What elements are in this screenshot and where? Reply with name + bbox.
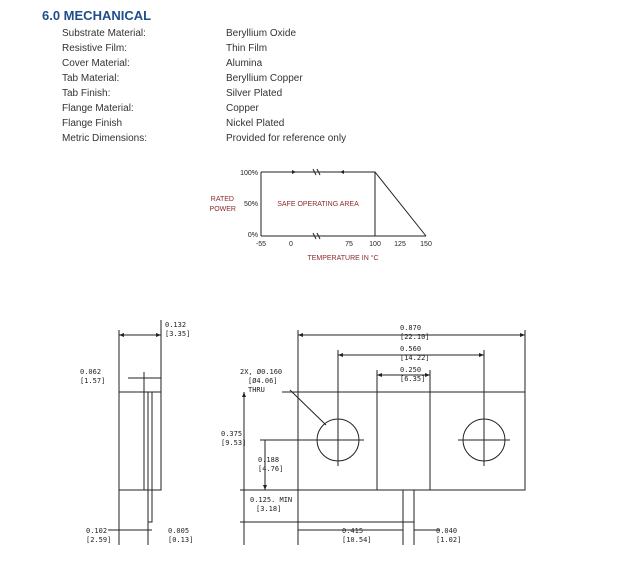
arrow-icon — [156, 333, 161, 337]
x-tick-label: 0 — [289, 241, 293, 248]
dim-value-mm: [6.35] — [400, 375, 425, 383]
dim-value-mm: [3.35] — [165, 330, 190, 338]
dim-value-mm: [9.53] — [221, 439, 246, 447]
dim-value: 0.560 — [400, 345, 421, 353]
dim-value: 0.040 — [436, 527, 457, 535]
spec-label: Flange Material: — [62, 103, 134, 114]
dim-value: 0.188 — [258, 456, 279, 464]
spec-label: Tab Finish: — [62, 88, 111, 99]
y-tick-label: 100% — [240, 170, 258, 177]
side-view-tab — [147, 391, 153, 523]
spec-label: Flange Finish — [62, 118, 123, 129]
safe-area-label: SAFE OPERATING AREA — [277, 201, 359, 208]
spec-value: Copper — [226, 103, 259, 114]
spec-value: Thin Film — [226, 43, 268, 54]
hole-note: 2X, Ø0.160 — [240, 368, 282, 376]
lead-tab — [402, 489, 415, 523]
dim-value: 0.375 — [221, 430, 242, 438]
x-tick-label: 100 — [369, 241, 381, 248]
dim-value-mm: [1.02] — [436, 536, 461, 544]
arrow-icon — [425, 373, 430, 377]
spec-value: Beryllium Copper — [226, 73, 303, 84]
axis-break-mark — [312, 168, 321, 176]
arrow-icon — [377, 373, 382, 377]
dim-value-mm: [22.10] — [400, 333, 430, 341]
flange-body — [297, 391, 526, 491]
arrow-icon — [298, 333, 303, 337]
y-tick-label: 0% — [248, 232, 258, 239]
spec-row: Flange Finish Nickel Plated — [62, 116, 426, 131]
y-axis-label-2: POWER — [210, 206, 236, 213]
arrow-icon — [520, 333, 525, 337]
dim-value-mm: [14.22] — [400, 354, 430, 362]
section-title: 6.0 MECHANICAL — [42, 8, 152, 23]
spec-row: Tab Material: Beryllium Copper — [62, 71, 426, 86]
leader-line — [289, 389, 327, 426]
spec-label: Resistive Film: — [62, 43, 128, 54]
dim-value-mm: [10.54] — [342, 536, 372, 544]
arrow-icon — [338, 353, 343, 357]
spec-label: Substrate Material: — [62, 28, 146, 39]
spec-value: Silver Plated — [226, 88, 283, 99]
hole-note: [Ø4.06] — [248, 377, 278, 385]
spec-label: Cover Material: — [62, 58, 130, 69]
dim-value: 0.005 — [168, 527, 189, 535]
arrow-icon — [479, 353, 484, 357]
spec-value: Alumina — [226, 58, 263, 69]
dim-value-mm: [3.18] — [256, 505, 281, 513]
spec-value: Beryllium Oxide — [226, 28, 297, 39]
dim-value-mm: [2.59] — [86, 536, 111, 544]
arrow-icon — [242, 392, 246, 397]
x-tick-label: -55 — [256, 241, 266, 248]
spec-value: Provided for reference only — [226, 133, 347, 144]
dim-value: 0.062 — [80, 368, 101, 376]
dim-value: 0.132 — [165, 321, 186, 329]
dim-value: 0.102 — [86, 527, 107, 535]
dim-value: 0.415 — [342, 527, 363, 535]
dim-value-mm: [4.76] — [258, 465, 283, 473]
dim-value: 0.870 — [400, 324, 421, 332]
dim-value: 0.125. MIN — [250, 496, 292, 504]
spec-label: Tab Material: — [62, 73, 120, 84]
spec-row: Flange Material: Copper — [62, 101, 426, 116]
spec-row: Tab Finish: Silver Plated — [62, 86, 426, 101]
spec-value: Nickel Plated — [226, 118, 285, 129]
spec-row: Cover Material: Alumina — [62, 56, 426, 71]
spec-row: Resistive Film: Thin Film — [62, 41, 426, 56]
spec-row: Substrate Material: Beryllium Oxide — [62, 26, 426, 41]
spec-table: Substrate Material: Beryllium Oxide Resis… — [62, 26, 426, 146]
spec-label: Metric Dimensions: — [62, 133, 148, 144]
dim-value: 0.250 — [400, 366, 421, 374]
y-tick-label: 50% — [244, 201, 258, 208]
x-axis-label: TEMPERATURE IN °C — [307, 254, 378, 262]
side-view-body — [118, 391, 162, 491]
spec-row: Metric Dimensions: Provided for reference… — [62, 131, 426, 146]
x-tick-label: 150 — [420, 241, 432, 248]
x-tick-label: 75 — [345, 241, 353, 248]
y-axis-label-1: RATED — [211, 196, 234, 203]
arrow-icon — [292, 170, 296, 174]
hole-note: THRU — [248, 386, 265, 394]
axis-break-mark — [312, 232, 321, 240]
dim-value-mm: [1.57] — [80, 377, 105, 385]
arrow-icon — [263, 485, 267, 490]
dim-value-mm: [0.13] — [168, 536, 193, 544]
x-tick-label: 125 — [394, 241, 406, 248]
arrow-icon — [119, 333, 124, 337]
arrow-icon — [340, 170, 344, 174]
